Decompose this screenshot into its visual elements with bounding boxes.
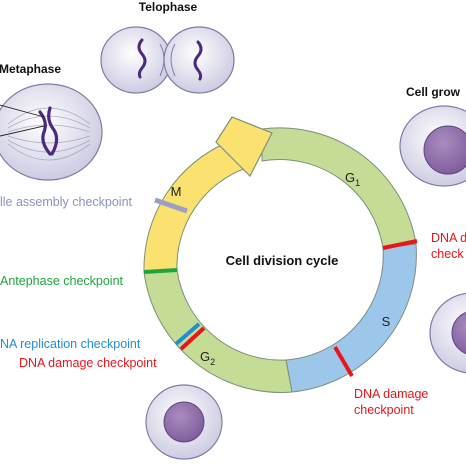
metaphase-illustration <box>0 83 103 181</box>
phase-g1-label: G1 <box>345 170 360 188</box>
dna-damage-checkpoint-s-label-line2: checkpoint <box>354 403 414 417</box>
cycle-arrow-head <box>215 116 273 178</box>
dna-damage-checkpoint-g2-label: DNA damage checkpoint <box>19 356 157 370</box>
phase-g2-segment <box>143 269 293 393</box>
dna-damage-checkpoint-s-label-line1: DNA damage <box>354 387 428 401</box>
checkpoint-marker-dna-damage-s <box>333 345 354 378</box>
cell-growth-label: Cell grow <box>406 85 461 99</box>
chromosome <box>137 38 147 79</box>
cell-growth-illustration <box>399 105 466 187</box>
checkpoint-marker-spindle <box>154 197 188 214</box>
bottom-cell-illustration <box>145 384 223 460</box>
center-title: Cell division cycle <box>226 253 339 268</box>
right-cell-illustration <box>429 292 466 374</box>
dna-damage-checkpoint-g1-label-line1: DNA d <box>431 231 466 245</box>
chromosome <box>193 40 203 81</box>
phase-s-label: S <box>382 314 391 329</box>
checkpoint-marker-antephase <box>143 268 178 274</box>
chromosome <box>47 106 59 156</box>
antephase-checkpoint-label: Antephase checkpoint <box>0 274 124 288</box>
metaphase-label: Metaphase <box>0 62 61 76</box>
checkpoint-marker-dna-damage-g2 <box>179 326 206 351</box>
phase-m-label: M <box>171 184 182 199</box>
phase-g1-segment <box>261 127 417 249</box>
dna-replication-checkpoint-label: NA replication checkpoint <box>0 337 141 351</box>
telophase-illustration <box>100 26 235 94</box>
chromosome <box>38 110 52 156</box>
dna-damage-checkpoint-g1-label-line2: check <box>431 247 464 261</box>
checkpoint-marker-dna-damage-g1 <box>382 239 418 250</box>
telophase-label: Telophase <box>139 0 198 14</box>
phase-g2-label: G2 <box>200 349 215 367</box>
checkpoint-marker-dna-replication <box>174 322 201 346</box>
spindle-assembly-checkpoint-label: lle assembly checkpoint <box>0 195 133 209</box>
cycle-ring <box>143 116 418 393</box>
